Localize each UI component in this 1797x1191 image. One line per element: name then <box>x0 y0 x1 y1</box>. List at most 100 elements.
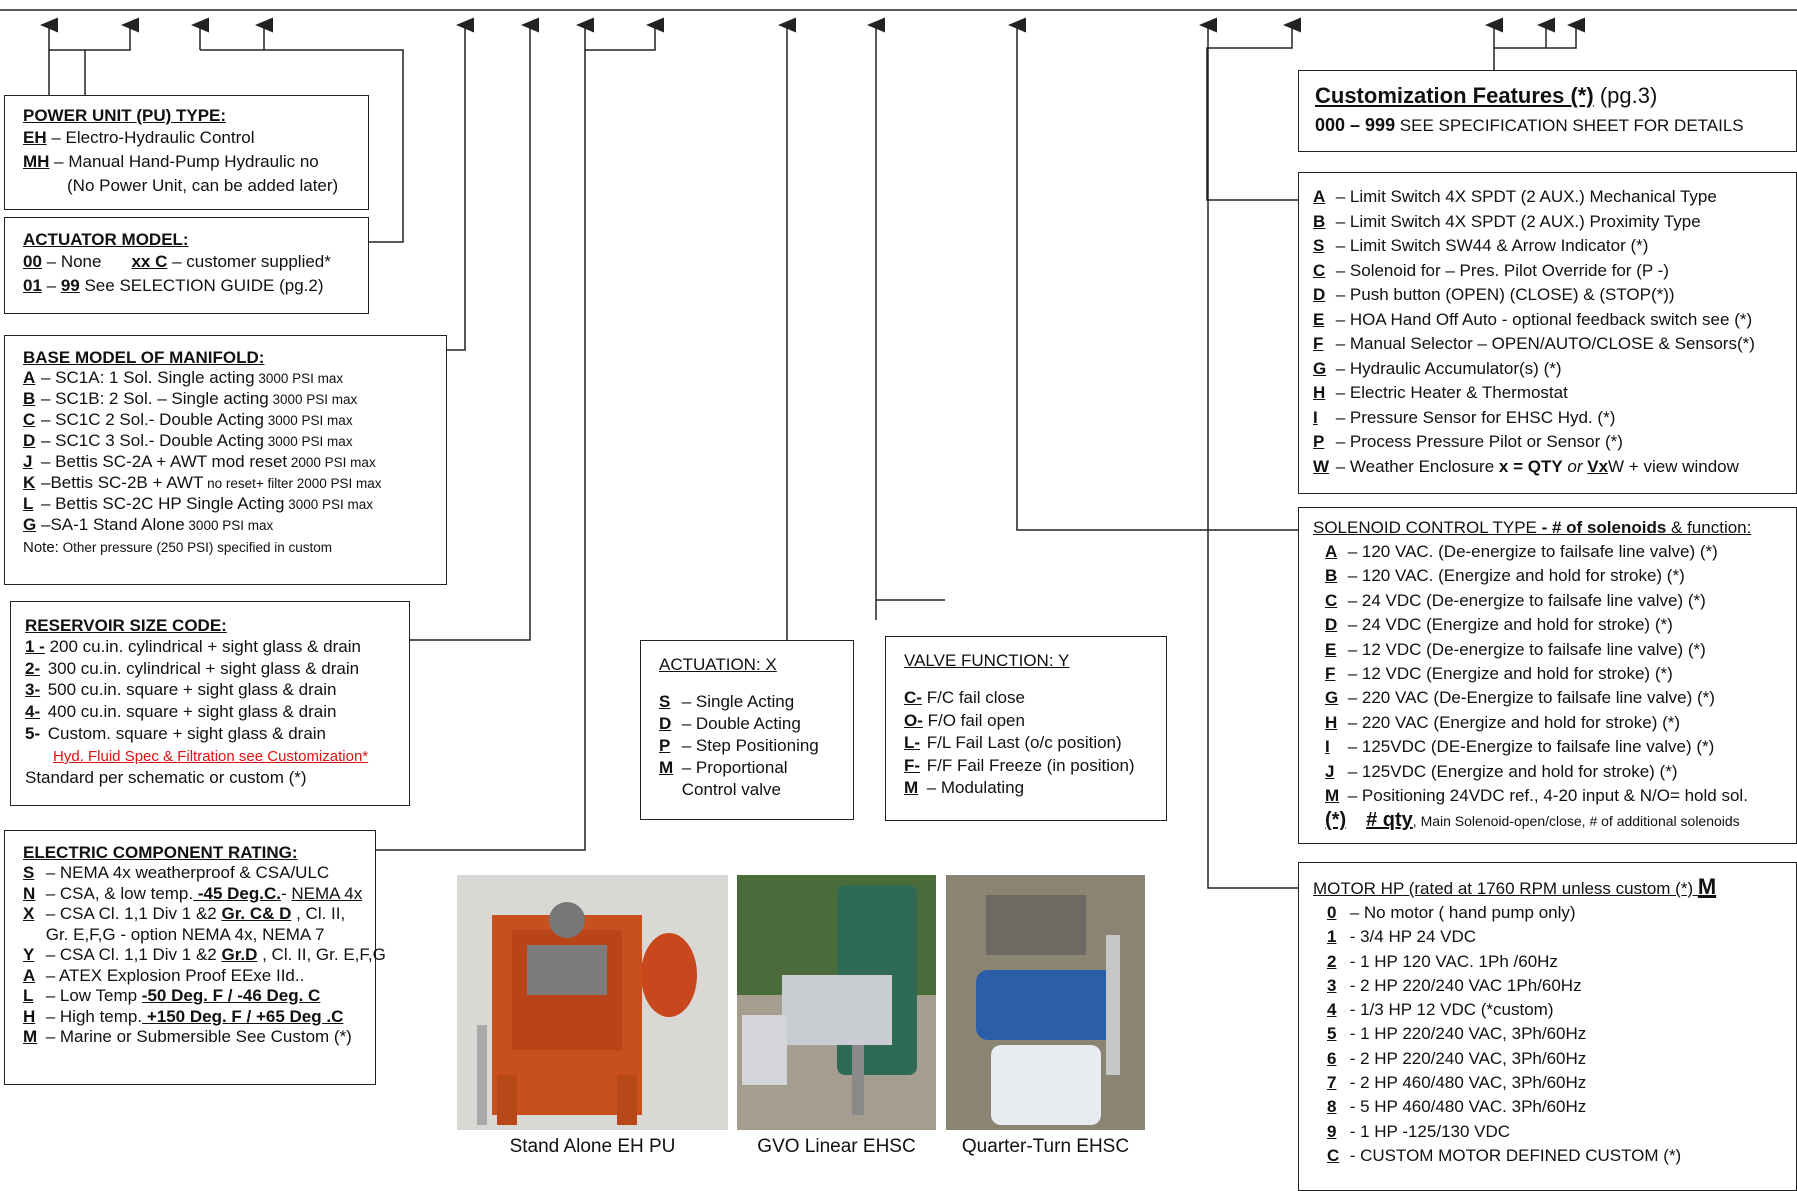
option-item: H – Electric Heater & Thermostat <box>1313 383 1568 402</box>
base-model-item: K–Bettis SC-2B + AWT no reset+ filter 20… <box>23 473 382 492</box>
valve-function-item: F- F/F Fail Freeze (in position) <box>904 755 1135 775</box>
valve-function-item: C- F/C fail close <box>904 688 1025 707</box>
option-item: A – Limit Switch 4X SPDT (2 AUX.) Mechan… <box>1313 187 1717 206</box>
solenoid-item: B – 120 VAC. (Energize and hold for stro… <box>1325 566 1685 586</box>
electric-item: Y – CSA Cl. 1,1 Div 1 &2 Gr.D , Cl. II, … <box>23 945 386 964</box>
base-model-item: G–SA-1 Stand Alone 3000 PSI max <box>23 515 274 534</box>
valve-function-box: VALVE FUNCTION: Y C- F/C fail close O- F/… <box>885 636 1167 821</box>
option-item: C – Solenoid for – Pres. Pilot Override … <box>1313 260 1669 280</box>
gvo-illustration <box>737 875 936 1130</box>
photo-quarter-turn <box>946 875 1145 1130</box>
reservoir-title: RESERVOIR SIZE CODE: <box>25 616 227 635</box>
solenoid-item: E – 12 VDC (De-energize to failsafe line… <box>1325 639 1706 659</box>
caption-stand-alone: Stand Alone EH PU <box>509 1136 676 1157</box>
electric-item: X – CSA Cl. 1,1 Div 1 &2 Gr. C& D , Cl. … <box>23 904 346 923</box>
solenoid-item: I – 125VDC (DE-Energize to failsafe line… <box>1325 737 1715 757</box>
base-model-list: A– SC1A: 1 Sol. Single acting 3000 PSI m… <box>23 368 428 536</box>
electric-item: S – NEMA 4x weatherproof & CSA/ULC <box>23 863 330 882</box>
customization-title-line: Customization Features (*) (pg.3) <box>1315 83 1658 108</box>
option-item: D – Push button (OPEN) (CLOSE) & (STOP(*… <box>1313 285 1675 304</box>
electric-item: L – Low Temp -50 Deg. F / -46 Deg. C <box>23 986 321 1005</box>
electric-title: ELECTRIC COMPONENT RATING: <box>23 843 298 862</box>
photo-gvo-linear <box>737 875 936 1130</box>
valve-function-item: M – Modulating <box>904 778 1025 797</box>
solenoid-title: SOLENOID CONTROL TYPE - # of solenoids &… <box>1313 518 1752 537</box>
motor-item: 7 - 2 HP 460/480 VAC, 3Ph/60Hz <box>1327 1073 1587 1093</box>
power-unit-item: EH – Electro-Hydraulic Control <box>23 128 255 147</box>
base-model-item: J– Bettis SC-2A + AWT mod reset 2000 PSI… <box>23 452 376 471</box>
power-unit-item: (No Power Unit, can be added later) <box>67 176 339 195</box>
motor-item: 6 - 2 HP 220/240 VAC, 3Ph/60Hz <box>1327 1048 1587 1068</box>
actuation-item: P – Step Positioning <box>659 736 819 755</box>
base-model-item: C– SC1C 2 Sol.- Double Acting 3000 PSI m… <box>23 410 353 429</box>
reservoir-box: RESERVOIR SIZE CODE: 1 - 200 cu.in. cyli… <box>10 601 410 806</box>
valve-function-item: O- F/O fail open <box>904 710 1025 730</box>
option-item: B – Limit Switch 4X SPDT (2 AUX.) Proxim… <box>1313 211 1701 231</box>
quarter-turn-illustration <box>946 875 1145 1130</box>
solenoid-item: A – 120 VAC. (De-energize to failsafe li… <box>1325 542 1718 561</box>
actuation-item: S – Single Acting <box>659 692 795 711</box>
motor-item: C - CUSTOM MOTOR DEFINED CUSTOM (*) <box>1327 1145 1682 1165</box>
solenoid-item: M – Positioning 24VDC ref., 4-20 input &… <box>1325 786 1748 806</box>
actuator-model-line2: 01 – 99 See SELECTION GUIDE (pg.2) <box>23 276 324 295</box>
photo-stand-alone-pu <box>457 875 728 1130</box>
reservoir-item: 1 - 200 cu.in. cylindrical + sight glass… <box>25 637 361 656</box>
reservoir-red-note[interactable]: Hyd. Fluid Spec & Filtration see Customi… <box>53 748 369 765</box>
actuator-model-title: ACTUATOR MODEL: <box>23 230 189 249</box>
base-model-note: Note: Other pressure (250 PSI) specified… <box>23 539 332 556</box>
motor-item: 1 - 3/4 HP 24 VDC <box>1327 927 1477 947</box>
actuation-title: ACTUATION: X <box>659 655 777 674</box>
power-unit-box: POWER UNIT (PU) TYPE: EH – Electro-Hydra… <box>4 95 369 210</box>
base-model-item: D– SC1C 3 Sol.- Double Acting 3000 PSI m… <box>23 431 353 450</box>
motor-list: 0 – No motor ( hand pump only) 1 - 3/4 HP… <box>1313 901 1782 1168</box>
valve-function-title: VALVE FUNCTION: Y <box>904 651 1070 670</box>
pu-illustration <box>457 875 728 1130</box>
reservoir-item-5: 5- Custom. square + sight glass & drain <box>25 724 326 743</box>
motor-item: 3 - 2 HP 220/240 VAC 1Ph/60Hz <box>1327 975 1582 995</box>
electric-item: Gr. E,F,G - option NEMA 4x, NEMA 7 <box>41 924 325 944</box>
option-item: F – Manual Selector – OPEN/AUTO/CLOSE & … <box>1313 334 1755 353</box>
caption-gvo: GVO Linear EHSC <box>757 1136 916 1157</box>
solenoid-item: C – 24 VDC (De-energize to failsafe line… <box>1325 590 1706 610</box>
electric-item: A – ATEX Explosion Proof EExe IId.. <box>23 965 305 985</box>
base-model-item: B– SC1B: 2 Sol. – Single acting 3000 PSI… <box>23 389 358 408</box>
electric-item: H – High temp. +150 Deg. F / +65 Deg .C <box>23 1006 344 1026</box>
customization-box: Customization Features (*) (pg.3) 000 – … <box>1298 70 1797 152</box>
solenoid-box: SOLENOID CONTROL TYPE - # of solenoids &… <box>1298 507 1797 844</box>
reservoir-item: 2- 300 cu.in. cylindrical + sight glass … <box>25 658 360 678</box>
valve-function-item: L- F/L Fail Last (o/c position) <box>904 733 1122 752</box>
reservoir-item: 4- 400 cu.in. square + sight glass & dra… <box>25 701 337 721</box>
reservoir-list: 1 - 200 cu.in. cylindrical + sight glass… <box>25 636 395 722</box>
base-model-title: BASE MODEL OF MANIFOLD: <box>23 348 265 367</box>
actuation-item: M – Proportional <box>659 758 788 777</box>
motor-item: 4 - 1/3 HP 12 VDC (*custom) <box>1327 1000 1554 1020</box>
option-item: S – Limit Switch SW44 & Arrow Indicator … <box>1313 236 1649 255</box>
solenoid-item: D – 24 VDC (Energize and hold for stroke… <box>1325 615 1673 635</box>
solenoid-item: H – 220 VAC (Energize and hold for strok… <box>1325 712 1681 732</box>
reservoir-standard: Standard per schematic or custom (*) <box>25 768 307 787</box>
motor-box: MOTOR HP (rated at 1760 RPM unless custo… <box>1298 862 1797 1191</box>
solenoid-item: J – 125VDC (Energize and hold for stroke… <box>1325 761 1678 781</box>
motor-item: 9 - 1 HP -125/130 VDC <box>1327 1121 1511 1141</box>
motor-item: 0 – No motor ( hand pump only) <box>1327 903 1576 922</box>
solenoid-list: A – 120 VAC. (De-energize to failsafe li… <box>1313 540 1782 808</box>
electric-box: ELECTRIC COMPONENT RATING: S – NEMA 4x w… <box>4 830 386 1085</box>
reservoir-item: 3- 500 cu.in. square + sight glass & dra… <box>25 680 337 699</box>
solenoid-footer: (*)# qty, Main Solenoid-open/close, # of… <box>1325 809 1740 832</box>
valve-function-list: C- F/C fail close O- F/O fail open L- F/L … <box>904 687 1148 800</box>
option-item: G – Hydraulic Accumulator(s) (*) <box>1313 358 1562 378</box>
motor-item: 5 - 1 HP 220/240 VAC, 3Ph/60Hz <box>1327 1024 1587 1044</box>
caption-quarter-turn: Quarter-Turn EHSC <box>961 1136 1130 1157</box>
solenoid-item: F – 12 VDC (Energize and hold for stroke… <box>1325 664 1673 684</box>
actuation-item: Control valve <box>677 780 781 799</box>
options-box: A – Limit Switch 4X SPDT (2 AUX.) Mechan… <box>1298 172 1797 494</box>
options-list: A – Limit Switch 4X SPDT (2 AUX.) Mechan… <box>1313 185 1782 479</box>
power-unit-item: MH – Manual Hand-Pump Hydraulic no <box>23 152 319 171</box>
option-item: E – HOA Hand Off Auto - optional feedbac… <box>1313 309 1753 329</box>
